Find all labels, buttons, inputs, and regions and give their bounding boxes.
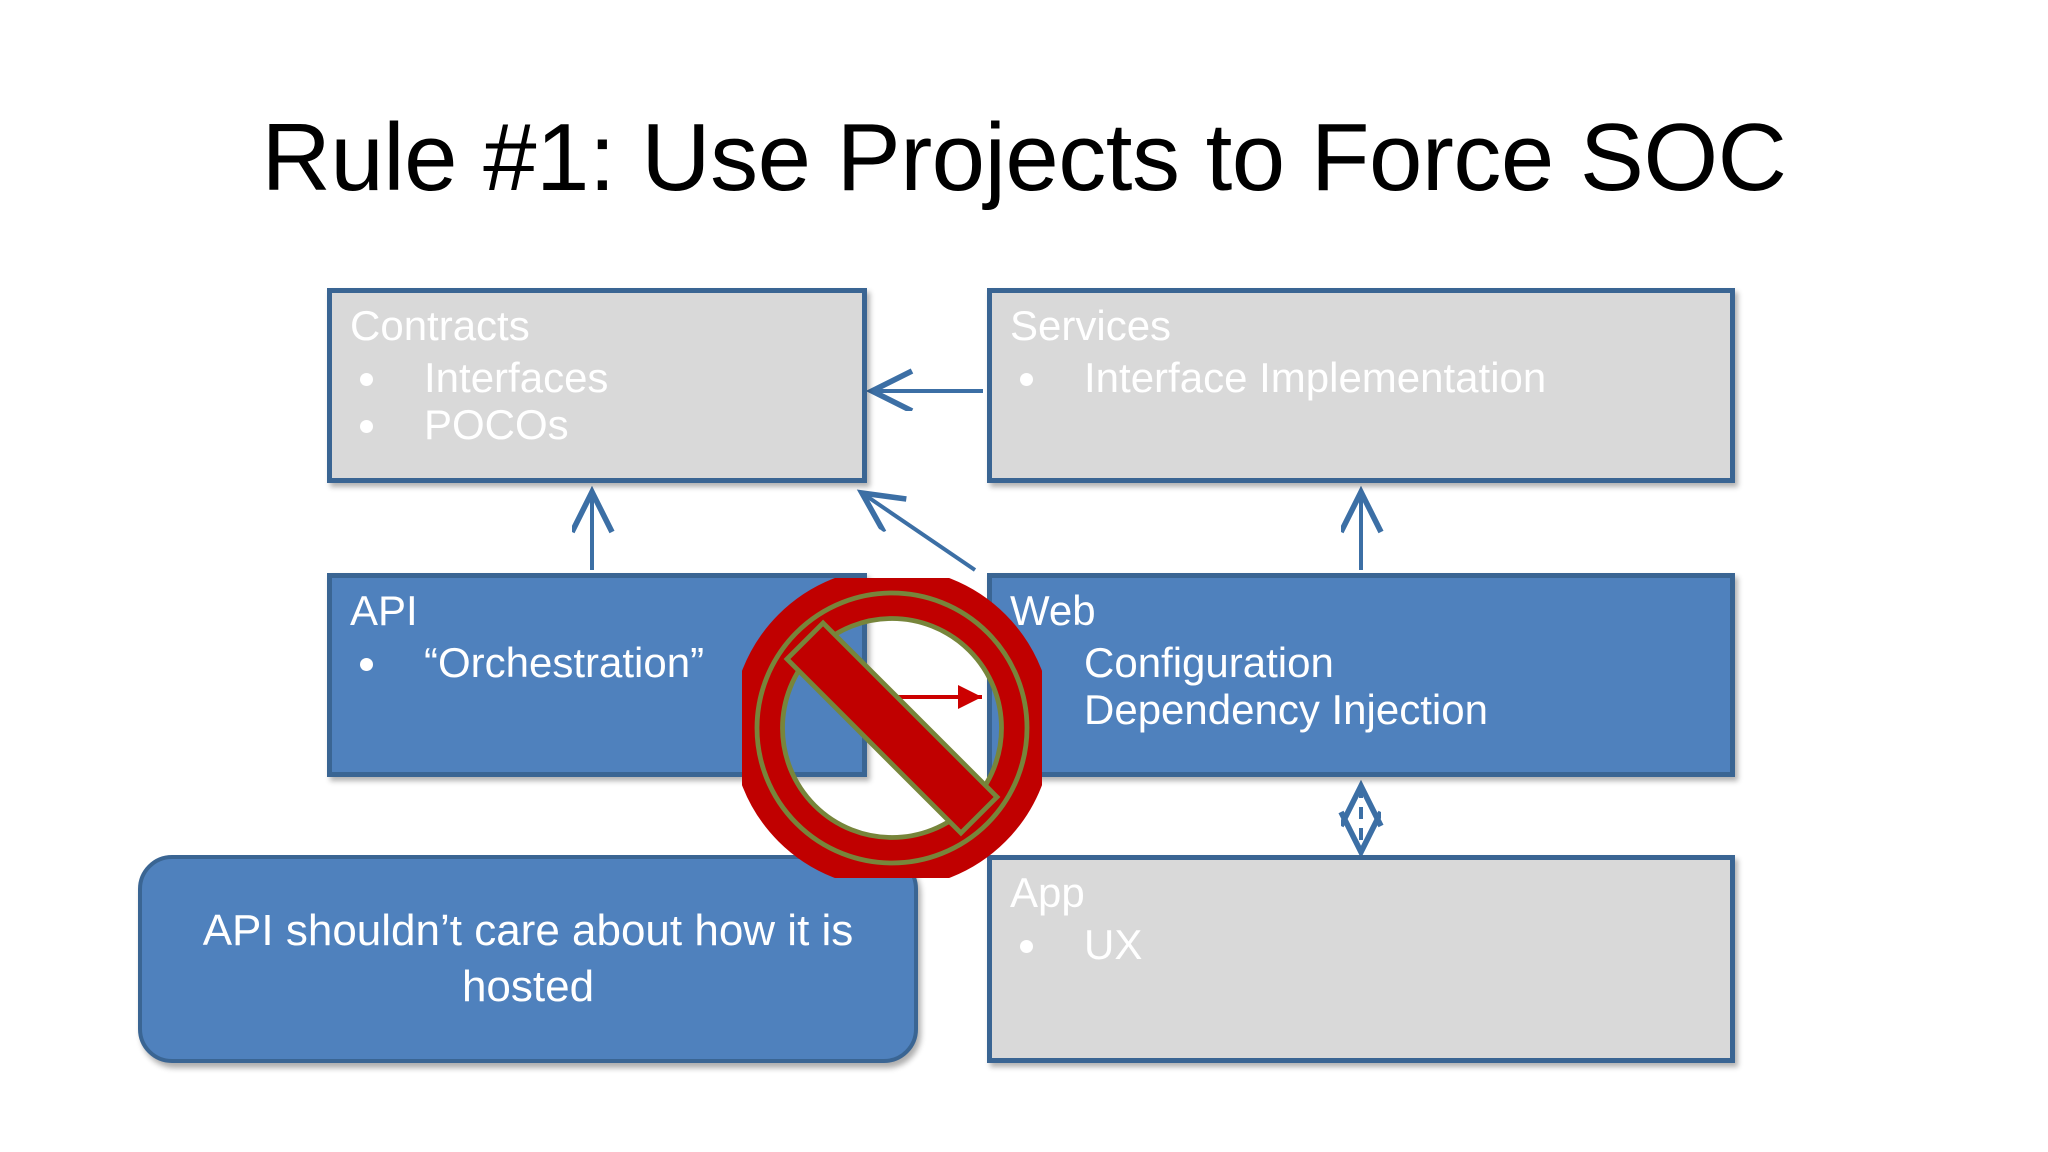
node-list-api: “Orchestration”	[350, 639, 862, 686]
list-item: Dependency Injection	[1084, 686, 1488, 734]
list-item: Configuration	[1084, 639, 1334, 687]
callout-api-hosting[interactable]: API shouldn’t care about how it is hoste…	[138, 855, 918, 1063]
page-title: Rule #1: Use Projects to Force SOC	[261, 104, 1787, 211]
list-item: “Orchestration”	[350, 639, 862, 686]
list-item: Interfaces	[350, 354, 862, 401]
node-title-api: API	[350, 587, 418, 634]
node-title-contracts: Contracts	[350, 302, 530, 349]
list-item: POCOs	[350, 401, 862, 448]
node-box-app[interactable]: App UX	[987, 855, 1735, 1063]
node-title-app: App	[1010, 869, 1085, 916]
node-title-services: Services	[1010, 302, 1172, 349]
node-list-web: Configuration Dependency Injection	[1010, 639, 1730, 733]
node-box-services[interactable]: Services Interface Implementation	[987, 288, 1735, 483]
callout-text: API shouldn’t care about how it is hoste…	[202, 905, 854, 1011]
list-item: UX	[1010, 921, 1730, 968]
no-entry-icon	[742, 578, 1042, 878]
node-box-contracts[interactable]: Contracts Interfaces POCOs	[327, 288, 867, 483]
node-list-app: UX	[1010, 921, 1730, 968]
edge-web-to-contracts	[862, 493, 977, 572]
list-item: Interface Implementation	[1010, 354, 1730, 401]
node-list-contracts: Interfaces POCOs	[350, 354, 862, 448]
node-title-web: Web	[1010, 587, 1096, 634]
node-box-web[interactable]: Web Configuration Dependency Injection	[987, 573, 1735, 777]
node-list-services: Interface Implementation	[1010, 354, 1730, 401]
